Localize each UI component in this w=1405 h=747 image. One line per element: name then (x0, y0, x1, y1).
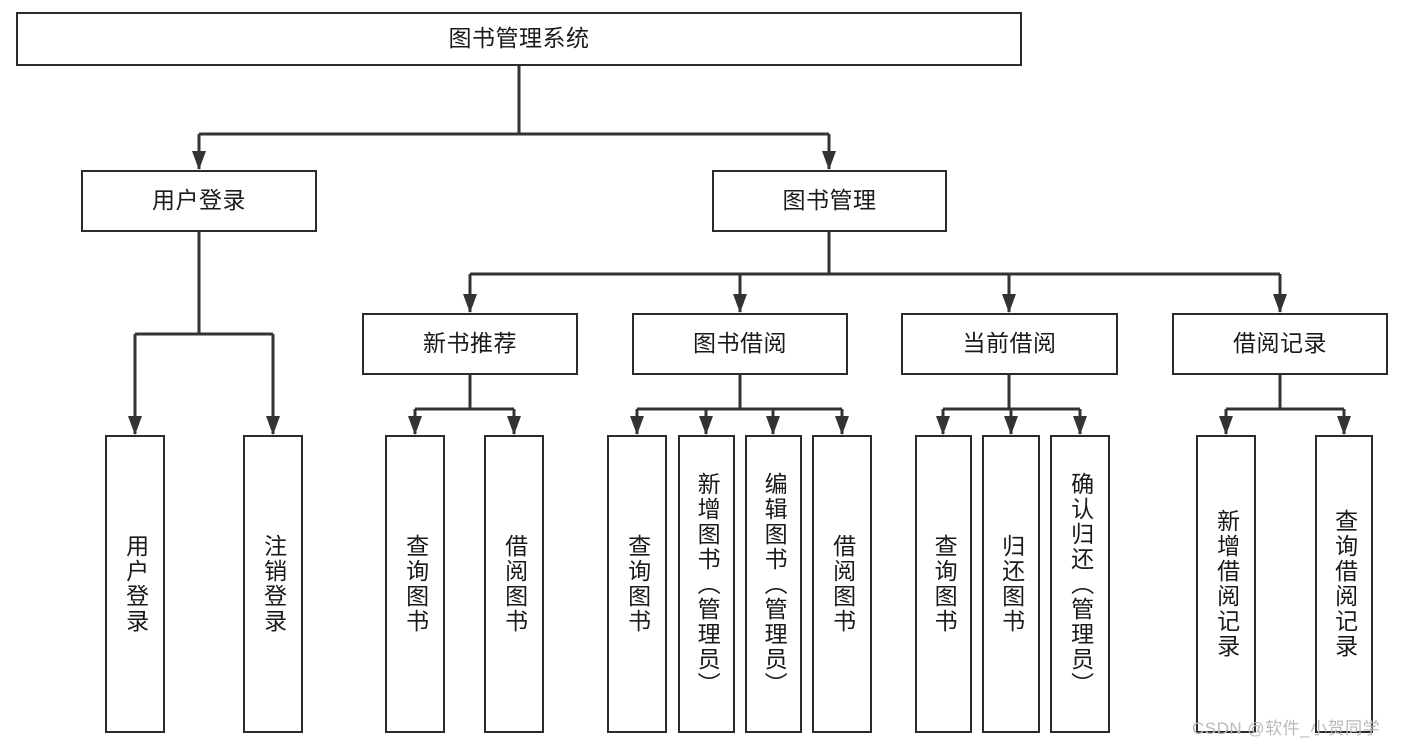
node-book-borrowing[interactable]: 图书借阅 (632, 313, 848, 375)
node-leaf-query-book-current[interactable]: 查询图书 (915, 435, 972, 733)
node-leaf-user-logout[interactable]: 注销登录 (243, 435, 303, 733)
node-label: 编辑图书（管理员） (761, 471, 788, 697)
node-leaf-edit-book-admin[interactable]: 编辑图书（管理员） (745, 435, 802, 733)
node-label: 新书推荐 (423, 330, 517, 357)
connector-arrowhead (1002, 294, 1016, 313)
node-label: 注销登录 (260, 534, 287, 634)
node-leaf-borrow-book-borrow[interactable]: 借阅图书 (812, 435, 872, 733)
node-label: 图书管理系统 (448, 25, 590, 52)
node-book-management-system[interactable]: 图书管理系统 (16, 12, 1022, 66)
connector-arrowhead (463, 294, 477, 313)
node-label: 用户登录 (152, 187, 246, 214)
node-current-borrowing[interactable]: 当前借阅 (901, 313, 1118, 375)
node-label: 图书管理 (782, 187, 877, 214)
node-label: 确认归还（管理员） (1067, 471, 1094, 697)
node-label: 查询图书 (402, 534, 429, 634)
connector-arrowhead (699, 416, 713, 435)
connector-arrowhead (266, 416, 280, 435)
connector-arrowhead (192, 151, 206, 170)
connector-arrowhead (1219, 416, 1233, 435)
node-borrowing-records[interactable]: 借阅记录 (1172, 313, 1388, 375)
node-leaf-add-borrow-record[interactable]: 新增借阅记录 (1196, 435, 1256, 733)
connector-arrowhead (1073, 416, 1087, 435)
node-leaf-add-book-admin[interactable]: 新增图书（管理员） (678, 435, 735, 733)
connector-arrowhead (936, 416, 950, 435)
connector-arrowhead (835, 416, 849, 435)
node-leaf-confirm-return-admin[interactable]: 确认归还（管理员） (1050, 435, 1110, 733)
node-new-book-recommendation[interactable]: 新书推荐 (362, 313, 578, 375)
connector-arrowhead (630, 416, 644, 435)
node-book-management[interactable]: 图书管理 (712, 170, 947, 232)
node-label: 借阅图书 (501, 534, 528, 634)
node-label: 借阅图书 (829, 534, 856, 634)
node-label: 查询图书 (624, 534, 651, 634)
node-label: 归还图书 (998, 534, 1025, 634)
node-label: 新增图书（管理员） (694, 471, 721, 697)
connector-arrowhead (1273, 294, 1287, 313)
node-label: 图书借阅 (693, 330, 787, 357)
connector-arrowhead (766, 416, 780, 435)
connector-arrowhead (1337, 416, 1351, 435)
node-label: 借阅记录 (1233, 330, 1327, 357)
connector-arrowhead (1004, 416, 1018, 435)
connector-arrowhead (507, 416, 521, 435)
node-leaf-borrow-book-recommend[interactable]: 借阅图书 (484, 435, 544, 733)
node-leaf-return-book[interactable]: 归还图书 (982, 435, 1040, 733)
node-leaf-query-book-recommend[interactable]: 查询图书 (385, 435, 445, 733)
node-leaf-user-login[interactable]: 用户登录 (105, 435, 165, 733)
node-user-login[interactable]: 用户登录 (81, 170, 317, 232)
node-label: 查询借阅记录 (1331, 509, 1358, 659)
node-leaf-query-borrow-record[interactable]: 查询借阅记录 (1315, 435, 1373, 733)
connector-arrowhead (822, 151, 836, 170)
connector-arrowhead (128, 416, 142, 435)
node-label: 用户登录 (122, 534, 149, 634)
node-label: 当前借阅 (962, 330, 1057, 357)
node-label: 查询图书 (931, 534, 958, 634)
connector-arrowhead (408, 416, 422, 435)
connector-arrowhead (733, 294, 747, 313)
node-leaf-query-book-borrow[interactable]: 查询图书 (607, 435, 667, 733)
node-label: 新增借阅记录 (1213, 509, 1240, 659)
